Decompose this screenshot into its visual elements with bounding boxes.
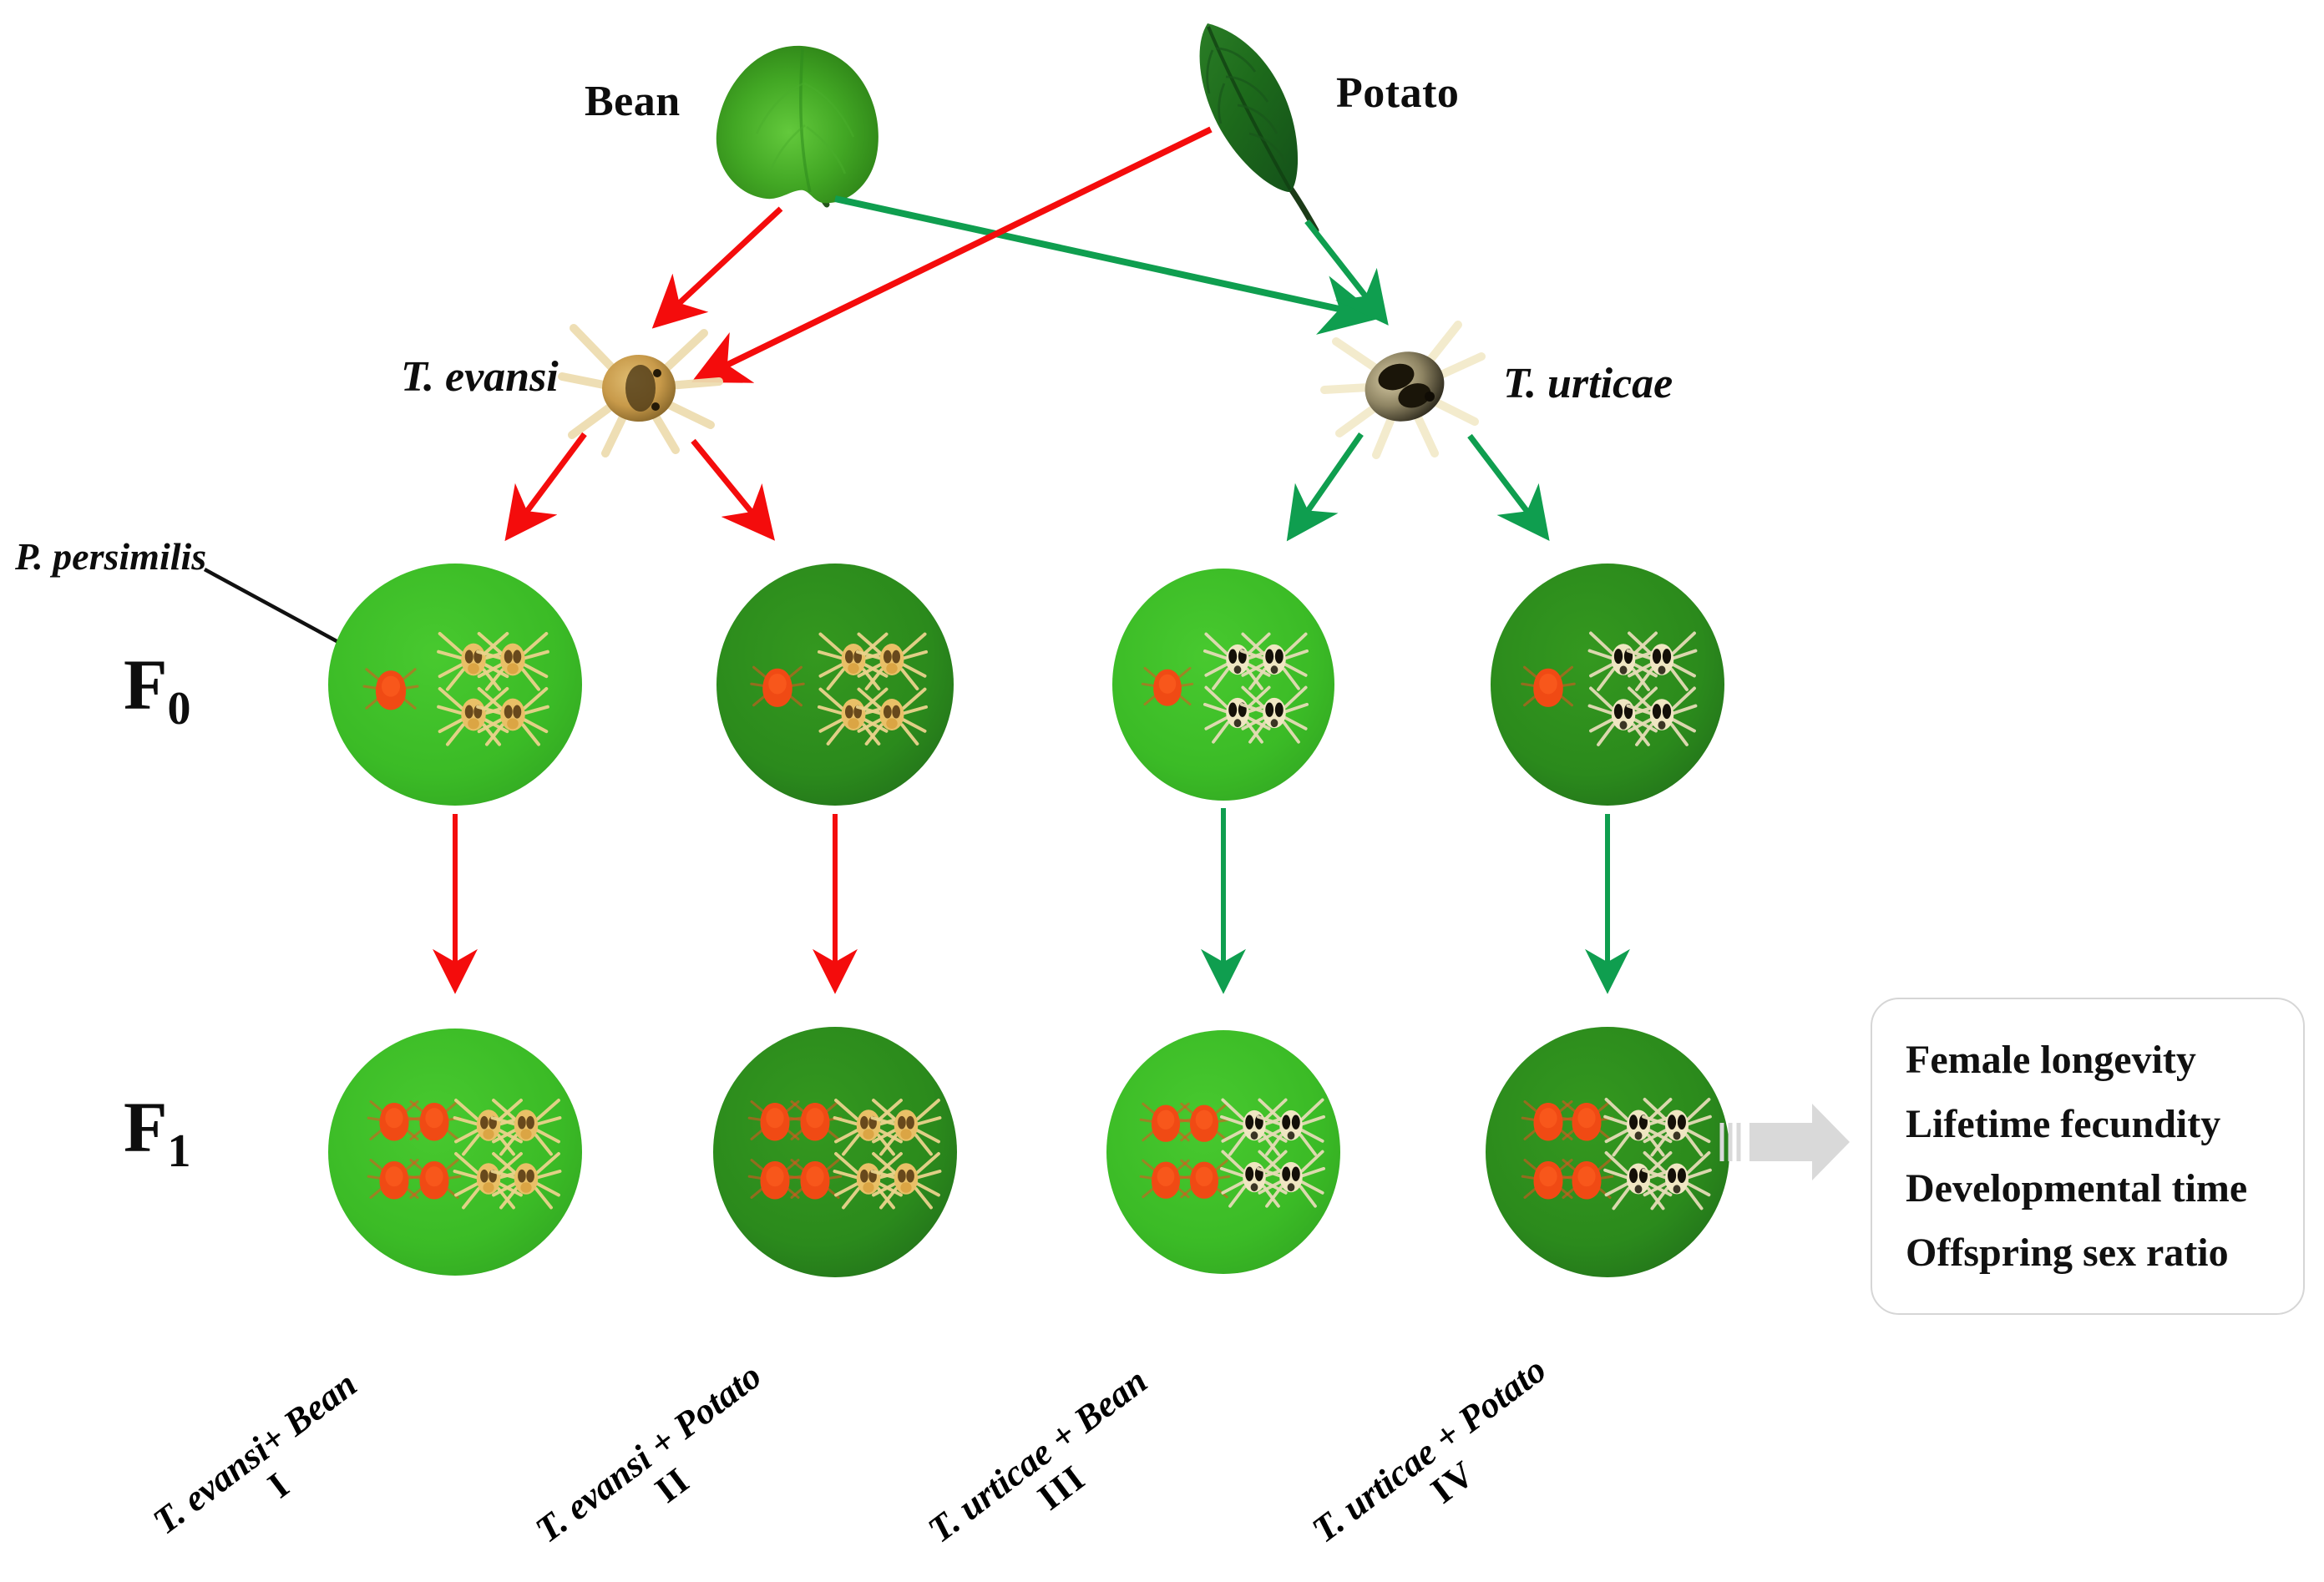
f1-arena-II — [713, 1027, 957, 1277]
f0-subscript: 0 — [167, 683, 191, 735]
f1-arena-I — [328, 1029, 582, 1276]
arrow-bean-to-urticae — [834, 195, 1382, 335]
trait-lifetime-fecundity: Lifetime fecundity — [1906, 1102, 2221, 1146]
f0-arena-IV — [1491, 564, 1724, 806]
t-evansi-label: T. evansi — [401, 353, 559, 401]
bean-label: Bean — [585, 78, 681, 125]
potato-leaf-graphic — [1199, 23, 1319, 234]
arrow-evansi-to-f0-I — [504, 432, 587, 542]
f1-letter: F — [124, 1087, 168, 1167]
generation-f1-label: F1 — [124, 1085, 191, 1178]
arrow-potato-to-urticae — [1304, 219, 1389, 326]
f1-arena-III — [1106, 1030, 1340, 1274]
trait-female-longevity: Female longevity — [1906, 1038, 2196, 1082]
potato-label: Potato — [1336, 69, 1460, 117]
arrow-urticae-to-f0-III — [1286, 432, 1364, 542]
t-evansi-graphic — [558, 324, 723, 457]
measured-traits-box: Female longevity Lifetime fecundity Deve… — [1871, 998, 2305, 1315]
f0-arena-III — [1112, 569, 1334, 801]
f0-arena-I — [328, 564, 582, 806]
f1-subscript: 1 — [167, 1125, 191, 1178]
bean-leaf-graphic — [716, 45, 878, 208]
t-urticae-graphic — [1320, 321, 1486, 459]
p-persimilis-label: P. persimilis — [15, 535, 207, 578]
arrow-evansi-to-f0-II — [691, 438, 775, 541]
f0-letter: F — [124, 644, 168, 725]
t-urticae-label: T. urticae — [1503, 360, 1673, 407]
arrow-potato-to-evansi — [691, 126, 1213, 383]
arrow-bean-to-evansi — [651, 206, 783, 329]
f0-arena-II — [716, 564, 954, 806]
f1-arena-IV — [1486, 1027, 1729, 1277]
trait-offspring-sex-ratio: Offspring sex ratio — [1906, 1231, 2229, 1275]
arrow-urticae-to-f0-IV — [1467, 433, 1550, 542]
trait-developmental-time: Developmental time — [1906, 1166, 2248, 1211]
generation-f0-label: F0 — [124, 643, 191, 735]
results-arrow-icon — [1719, 1104, 1850, 1180]
